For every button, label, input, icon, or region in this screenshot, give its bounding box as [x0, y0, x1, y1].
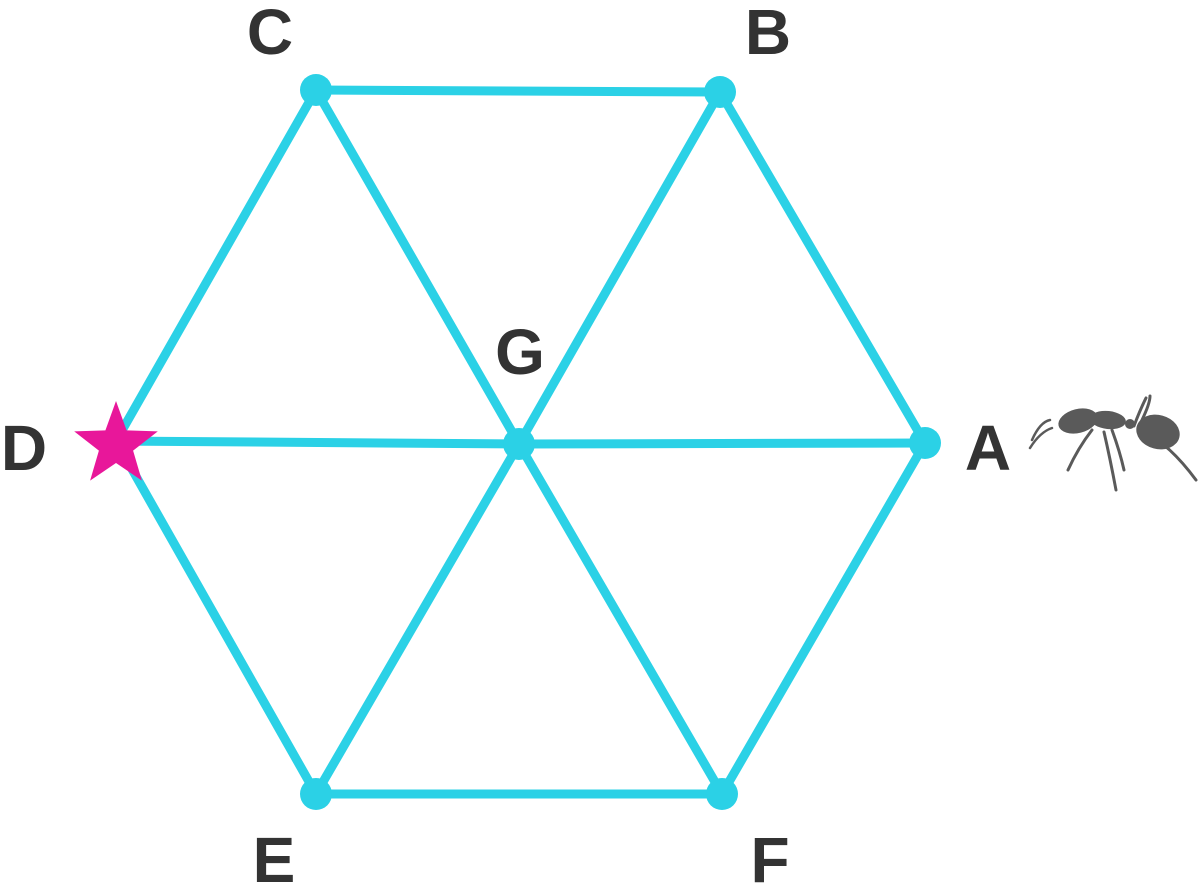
edge-b-c — [311, 85, 725, 97]
edge-e-g — [311, 439, 524, 799]
ant-icon — [1028, 394, 1198, 492]
vertex-labels: A B C D E F G — [1, 0, 1011, 889]
edge-c-g — [311, 85, 524, 449]
node-b — [704, 76, 736, 108]
label-d: D — [1, 412, 47, 484]
ant-antennae — [1028, 418, 1054, 450]
edge-d-g — [111, 436, 524, 449]
node-f — [706, 778, 738, 810]
ant-body — [1058, 408, 1180, 450]
edge-a-g — [514, 438, 930, 449]
edge-b-g — [514, 87, 725, 449]
edges — [111, 85, 930, 799]
label-b: B — [745, 0, 791, 68]
label-f: F — [750, 824, 789, 889]
label-c: C — [247, 0, 293, 68]
edge-a-b — [715, 87, 930, 448]
nodes — [300, 74, 941, 810]
node-c — [300, 74, 332, 106]
star-icon — [74, 401, 158, 481]
label-a: A — [965, 412, 1011, 484]
edge-f-g — [514, 439, 727, 799]
node-g — [503, 428, 535, 460]
edge-f-a — [717, 438, 930, 799]
edge-c-d — [111, 85, 321, 446]
label-g: G — [495, 316, 545, 388]
edge-d-e — [111, 436, 321, 799]
label-e: E — [253, 824, 296, 889]
node-e — [300, 778, 332, 810]
star-marker-shape — [74, 401, 158, 481]
node-a — [909, 427, 941, 459]
